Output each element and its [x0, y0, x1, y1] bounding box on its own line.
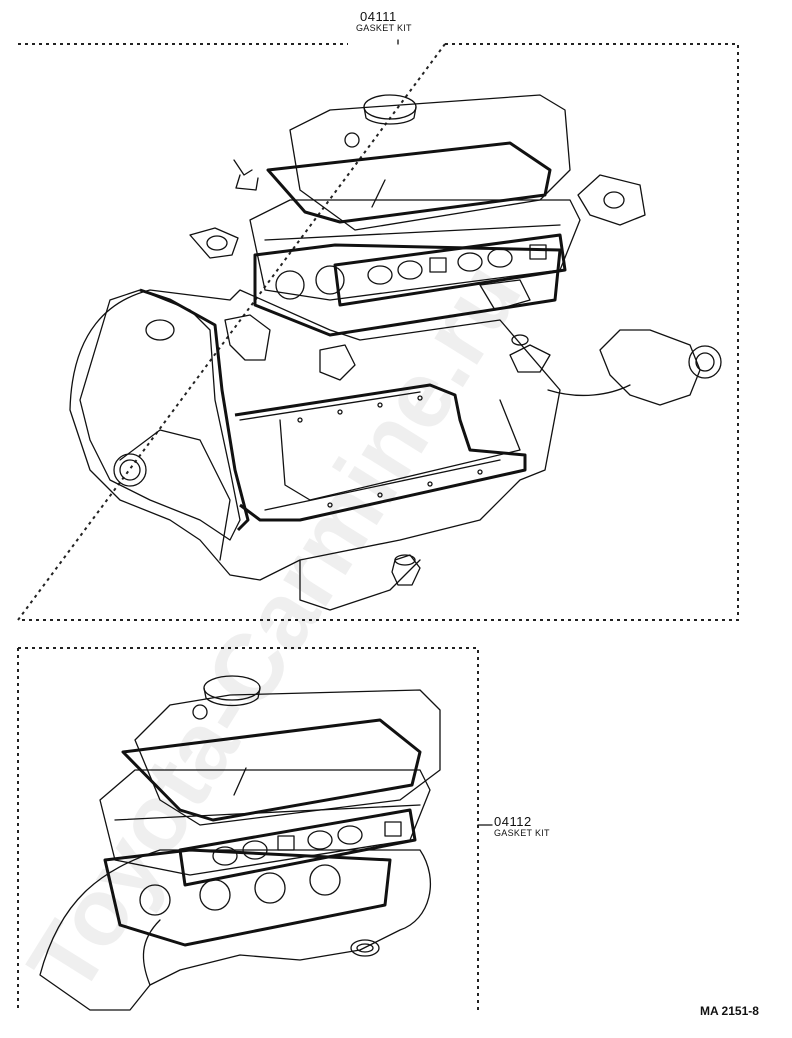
kit-04112-boundary	[17, 647, 493, 1012]
engine-assembly-lower	[39, 675, 441, 1011]
engine-assembly-upper	[69, 94, 722, 611]
figure-code: MA 2151-8	[700, 1004, 759, 1018]
kit-part-number: 04111	[360, 9, 397, 24]
kit-04111-boundary	[16, 39, 739, 621]
kit-part-number: 04112	[494, 814, 532, 829]
kit-description: GASKET KIT	[494, 828, 550, 838]
watermark: Toyota-Carmine.ru	[8, 245, 542, 1011]
kit-description: GASKET KIT	[356, 23, 412, 33]
